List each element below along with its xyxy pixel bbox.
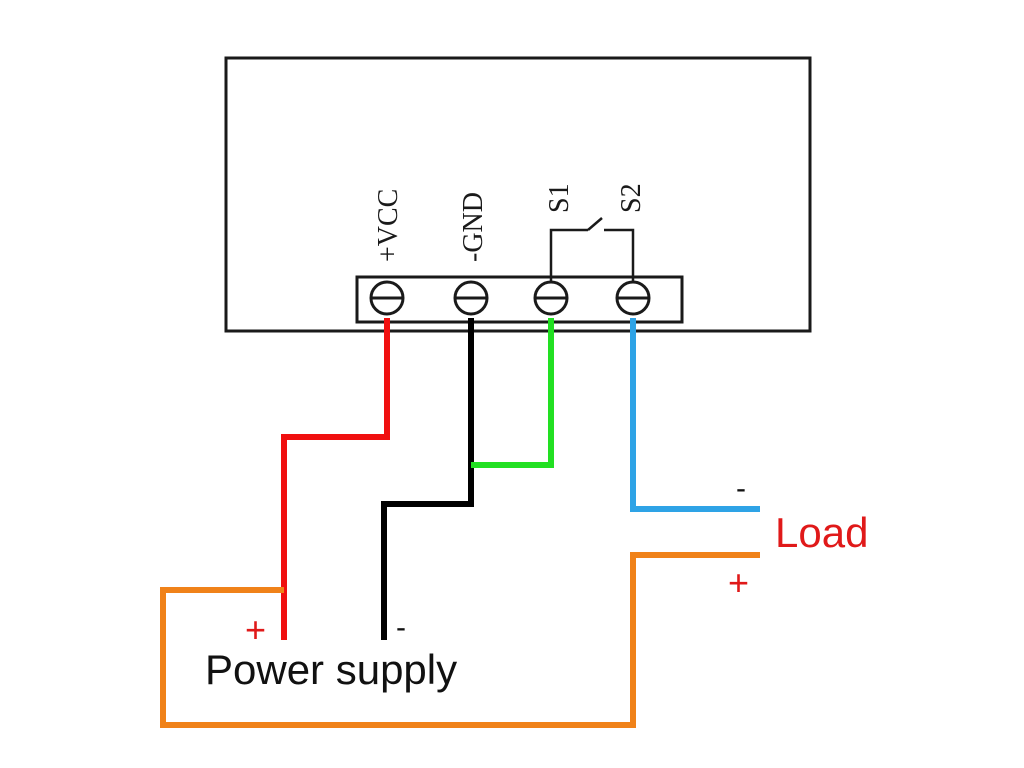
load-minus-sign: - (736, 472, 746, 505)
screw-vcc (369, 280, 405, 316)
terminal-label-s1: S1 (544, 183, 575, 213)
power-supply-label: Power supply (205, 646, 457, 693)
terminal-label-vcc: +VCC (373, 189, 404, 262)
wire-gnd (381, 318, 474, 640)
load-plus-sign: + (728, 562, 749, 603)
screw-gnd (453, 280, 489, 316)
load-label: Load (775, 509, 868, 556)
wire-load-return (160, 552, 760, 728)
wire-s1 (471, 318, 554, 468)
power-supply-plus-sign: + (245, 609, 266, 650)
switch-symbol (549, 217, 635, 282)
screw-s2 (615, 280, 651, 316)
terminal-label-s2: S2 (616, 183, 647, 213)
screw-s1 (533, 280, 569, 316)
terminal-label-gnd: -GND (458, 192, 489, 262)
wire-vcc (281, 318, 390, 640)
power-supply-minus-sign: - (396, 611, 406, 644)
wire-s2 (630, 318, 760, 512)
